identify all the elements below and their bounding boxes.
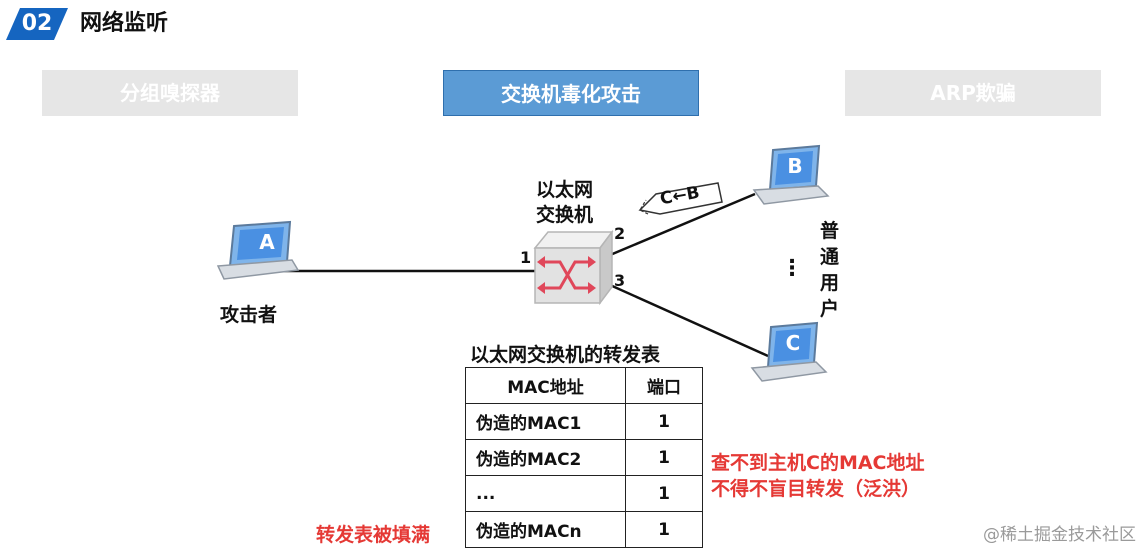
host-letter-c: C [785,331,801,355]
cell-mac: ... [465,475,626,512]
cell-port: 1 [625,511,703,548]
switch-label-line1: 以太网 [536,179,594,201]
table-caption: 以太网交换机的转发表 [470,344,661,366]
host-letter-b: B [787,154,803,178]
host-letter-a: A [259,230,275,254]
switch-icon [533,229,614,306]
cell-mac: 伪造的MAC1 [465,403,626,440]
flood-note-line2: 不得不盲目转发（泛洪） [711,478,921,500]
table-full-note: 转发表被填满 [316,524,431,546]
table-header-row: MAC地址 端口 [465,367,703,404]
cell-mac: 伪造的MAC2 [465,439,626,476]
cell-port: 1 [625,475,703,512]
laptop-icon-host-c [750,321,828,382]
port-3-label: 3 [614,271,626,290]
attacker-label: 攻击者 [220,304,278,326]
tab-arp-spoofing[interactable]: ARP欺骗 [845,70,1101,116]
header-mac: MAC地址 [465,367,626,404]
regular-users-label: 普 通 用 户 [820,220,840,320]
cell-mac: 伪造的MACn [465,511,626,548]
table-row: 伪造的MAC2 1 [465,439,703,476]
port-1-label: 1 [520,248,532,267]
packet-tag-shape [638,182,723,215]
link-switch-host-b [609,192,756,257]
section-title: 网络监听 [80,11,169,36]
cell-port: 1 [625,439,703,476]
tab-packet-sniffer[interactable]: 分组嗅探器 [42,70,298,116]
flood-note-line1: 查不到主机C的MAC地址 [711,452,925,474]
link-switch-host-c [609,283,769,358]
forwarding-table: MAC地址 端口 伪造的MAC1 1 伪造的MAC2 1 ... 1 伪造的MA… [465,367,703,548]
table-row: 伪造的MAC1 1 [465,403,703,440]
switch-label-line2: 交换机 [536,204,594,226]
cell-port: 1 [625,403,703,440]
header-port: 端口 [625,367,703,404]
more-hosts-ellipsis: ⋮ [781,256,803,281]
section-number-badge: 02 [6,8,68,40]
table-row: 伪造的MACn 1 [465,511,703,548]
laptop-icon-attacker [216,220,300,280]
table-row: ... 1 [465,475,703,512]
port-2-label: 2 [614,224,626,243]
laptop-icon-host-b [752,144,830,205]
watermark: @稀土掘金技术社区 [983,525,1136,545]
tab-switch-poisoning[interactable]: 交换机毒化攻击 [443,70,699,116]
